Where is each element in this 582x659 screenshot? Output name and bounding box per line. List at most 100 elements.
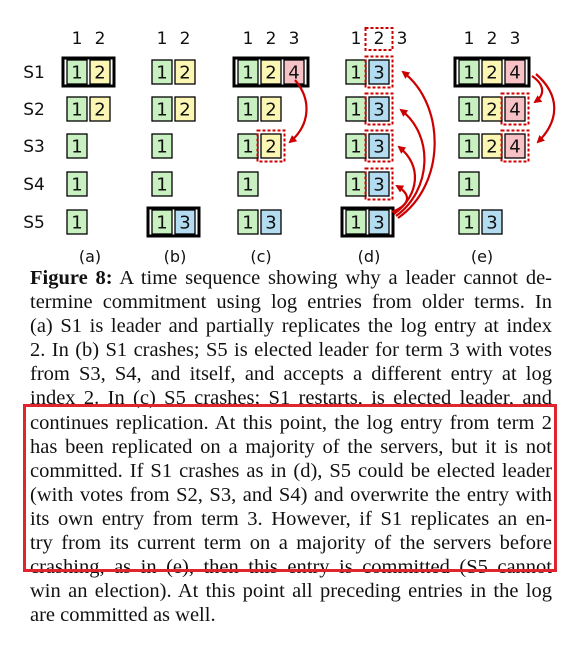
server-label-s3: S3 bbox=[23, 137, 45, 157]
log-entry-label: 4 bbox=[509, 100, 520, 121]
caption-line: from S3, S4, and itself, and accepts a d… bbox=[30, 363, 552, 386]
log-entry-term-1 bbox=[458, 171, 480, 197]
caption-line: committed. If S1 crashes as in (d), S5 c… bbox=[30, 459, 552, 482]
index-header: 1 bbox=[464, 29, 475, 49]
caption-line: 2. In (b) S1 crashes; S5 is elected lead… bbox=[30, 339, 552, 362]
log-entry-label: 2 bbox=[486, 63, 497, 84]
log-entry-label: 1 bbox=[463, 63, 474, 84]
log-entry-label: 2 bbox=[486, 137, 497, 158]
log-entry-term-3 bbox=[368, 59, 390, 85]
panel-label: (d) bbox=[358, 247, 381, 266]
log-entry-term-1 bbox=[66, 171, 88, 197]
log-entry-term-1 bbox=[66, 59, 88, 85]
log-entry-label: 1 bbox=[242, 100, 253, 121]
log-entry-term-1 bbox=[458, 133, 480, 159]
dashed-entry-outline bbox=[364, 167, 394, 201]
server-label-s2: S2 bbox=[23, 100, 45, 120]
log-entry-label: 2 bbox=[179, 63, 190, 84]
log-entry-term-1 bbox=[66, 96, 88, 122]
log-entry-term-1 bbox=[151, 133, 173, 159]
log-entry-label: 4 bbox=[509, 137, 520, 158]
log-entry-label: 1 bbox=[156, 175, 167, 196]
log-entry-term-2 bbox=[260, 133, 282, 159]
index-header: 2 bbox=[180, 29, 191, 49]
log-entry-label: 1 bbox=[350, 100, 361, 121]
log-entry-term-4 bbox=[504, 133, 526, 159]
panel-label: (b) bbox=[164, 247, 187, 266]
log-entry-term-4 bbox=[504, 59, 526, 85]
log-entry-term-2 bbox=[260, 59, 282, 85]
log-entry-label: 1 bbox=[463, 100, 474, 121]
panel-label: (e) bbox=[471, 247, 493, 266]
log-entry-label: 3 bbox=[486, 213, 497, 234]
caption-line: termine commitment using log entries fro… bbox=[30, 291, 552, 314]
index-header: 2 bbox=[266, 29, 277, 49]
log-entry-label: 1 bbox=[242, 63, 253, 84]
log-entry-term-1 bbox=[458, 59, 480, 85]
log-entry-term-1 bbox=[151, 209, 173, 235]
caption-line: win an election). At this point all prec… bbox=[30, 580, 552, 603]
log-entry-label: 1 bbox=[350, 137, 361, 158]
log-entry-label: 1 bbox=[242, 213, 253, 234]
index-header: 2 bbox=[487, 29, 498, 49]
log-entry-label: 1 bbox=[156, 63, 167, 84]
caption-line: (a) S1 is leader and partially replicate… bbox=[30, 315, 552, 338]
caption-line: are committed as well. bbox=[30, 604, 216, 627]
arrow-e-s1-to-s2 bbox=[531, 75, 544, 104]
log-entry-term-3 bbox=[174, 209, 196, 235]
log-entry-label: 3 bbox=[373, 213, 384, 234]
log-entry-label: 2 bbox=[94, 100, 105, 121]
log-entry-label: 2 bbox=[179, 100, 190, 121]
log-entry-label: 3 bbox=[373, 137, 384, 158]
log-entry-label: 1 bbox=[71, 137, 82, 158]
log-entry-term-4 bbox=[283, 59, 305, 85]
caption-line: has been replicated on a majority of the… bbox=[30, 435, 552, 458]
log-entry-label: 1 bbox=[242, 175, 253, 196]
log-entry-term-1 bbox=[151, 96, 173, 122]
index-header: 1 bbox=[157, 29, 168, 49]
index-header: 1 bbox=[72, 29, 83, 49]
caption-figure-label: Figure 8: bbox=[30, 267, 113, 289]
log-entry-label: 1 bbox=[350, 213, 361, 234]
log-entry-term-1 bbox=[237, 96, 259, 122]
log-entry-label: 1 bbox=[71, 175, 82, 196]
server-label-s4: S4 bbox=[23, 175, 45, 195]
log-entry-label: 1 bbox=[71, 63, 82, 84]
log-entry-label: 3 bbox=[265, 213, 276, 234]
index-header: 1 bbox=[243, 29, 254, 49]
log-entry-term-3 bbox=[368, 209, 390, 235]
leader-outline bbox=[453, 56, 531, 88]
log-entry-term-3 bbox=[260, 209, 282, 235]
replication-arrows bbox=[288, 70, 556, 219]
index-header: 3 bbox=[397, 29, 408, 49]
log-entry-label: 1 bbox=[156, 100, 167, 121]
log-entry-term-3 bbox=[368, 133, 390, 159]
log-entry-term-1 bbox=[66, 209, 88, 235]
log-entry-label: 3 bbox=[373, 175, 384, 196]
arrow-d-s5-to-s3 bbox=[393, 145, 416, 215]
log-entry-term-1 bbox=[66, 133, 88, 159]
log-entry-term-1 bbox=[237, 171, 259, 197]
caption-line: its own entry from term 3. However, if S… bbox=[30, 507, 552, 530]
log-entry-term-2 bbox=[174, 96, 196, 122]
log-entry-term-2 bbox=[260, 96, 282, 122]
log-entry-term-3 bbox=[368, 171, 390, 197]
log-entry-term-1 bbox=[151, 59, 173, 85]
panel-label: (c) bbox=[250, 247, 271, 266]
log-entry-label: 1 bbox=[463, 213, 474, 234]
log-entry-term-1 bbox=[458, 96, 480, 122]
log-entry-label: 3 bbox=[179, 213, 190, 234]
index-header: 3 bbox=[289, 29, 300, 49]
dashed-header-outline bbox=[364, 27, 394, 51]
panel-label: (a) bbox=[79, 247, 101, 266]
log-entry-label: 2 bbox=[486, 100, 497, 121]
dashed-entry-outline bbox=[364, 92, 394, 126]
dashed-entry-outline bbox=[500, 92, 530, 126]
log-entry-term-1 bbox=[237, 209, 259, 235]
leader-outline bbox=[61, 56, 116, 88]
